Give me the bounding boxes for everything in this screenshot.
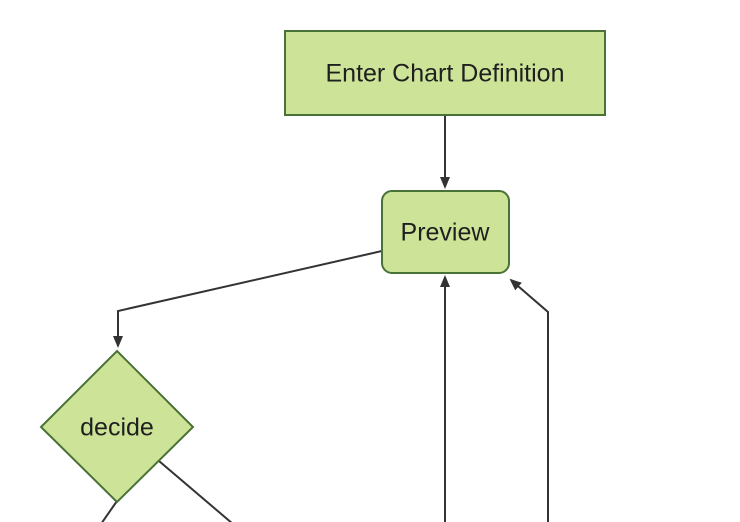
node-rect-enter-chart-definition bbox=[284, 30, 606, 116]
node-label-decide: decide bbox=[80, 414, 154, 442]
node-diamond-decide bbox=[39, 349, 195, 504]
node-enter-chart-definition: Enter Chart Definition bbox=[284, 30, 606, 116]
edge-preview-to-decide bbox=[113, 250, 383, 348]
node-label-enter-chart-definition: Enter Chart Definition bbox=[325, 60, 564, 88]
node-preview: Preview bbox=[381, 190, 510, 274]
node-decide: decide bbox=[39, 349, 195, 504]
node-rect-preview bbox=[381, 190, 510, 274]
edge-offscreen-bottom-right-to-preview bbox=[509, 278, 549, 522]
edge-decide-to-offscreen-bottom-left bbox=[101, 500, 118, 522]
edge-decide-to-offscreen-bottom-right bbox=[158, 460, 233, 522]
node-label-preview: Preview bbox=[401, 219, 491, 247]
